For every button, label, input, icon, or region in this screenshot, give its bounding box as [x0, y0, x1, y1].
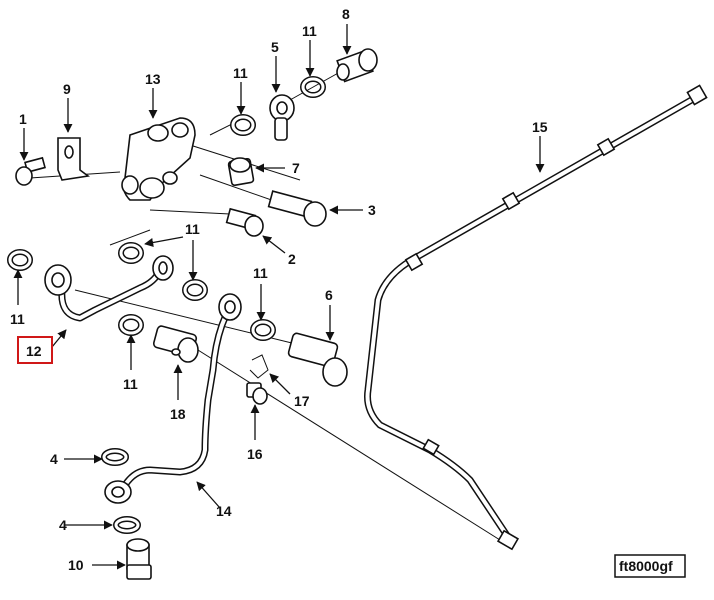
- callout-2[interactable]: 2: [288, 251, 296, 267]
- part-9-bracket[interactable]: [57, 137, 91, 181]
- highlight-box-12: [17, 336, 53, 364]
- part-13-bracket[interactable]: [121, 117, 196, 201]
- part-10-bolt[interactable]: [126, 538, 152, 580]
- callout-14[interactable]: 14: [216, 503, 232, 519]
- callout-10[interactable]: 10: [68, 557, 84, 573]
- callout-16[interactable]: 16: [247, 446, 263, 462]
- part-14-pipe[interactable]: [104, 293, 242, 504]
- washers: [7, 76, 326, 534]
- callout-4[interactable]: 4: [50, 451, 58, 467]
- figure-code-tag: ft8000gf: [614, 554, 686, 578]
- part-2-bolt[interactable]: [225, 207, 264, 237]
- callout-6[interactable]: 6: [325, 287, 333, 303]
- part-18-bolt[interactable]: [152, 325, 199, 363]
- part-3-bolt[interactable]: [267, 190, 327, 227]
- part-5-banjo[interactable]: [269, 94, 295, 141]
- callout-9[interactable]: 9: [63, 81, 71, 97]
- part-15-fuel-line[interactable]: [364, 84, 708, 551]
- callout-7[interactable]: 7: [292, 160, 300, 176]
- callout-5[interactable]: 5: [271, 39, 279, 55]
- callout-11[interactable]: 11: [253, 265, 268, 281]
- callout-11[interactable]: 11: [233, 65, 248, 81]
- part-17-clip[interactable]: [249, 354, 269, 379]
- callout-15[interactable]: 15: [532, 119, 548, 135]
- part-6-bolt[interactable]: [287, 332, 348, 387]
- callout-4[interactable]: 4: [59, 517, 67, 533]
- part-12-pipe[interactable]: [44, 255, 174, 322]
- figure-code: ft8000gf: [619, 558, 673, 574]
- callout-18[interactable]: 18: [170, 406, 186, 422]
- callout-11[interactable]: 11: [123, 376, 138, 392]
- callout-17[interactable]: 17: [294, 393, 310, 409]
- callout-11[interactable]: 11: [10, 311, 25, 327]
- part-1-bolt[interactable]: [15, 156, 46, 186]
- leader-arrows: [13, 24, 545, 570]
- callout-13[interactable]: 13: [145, 71, 161, 87]
- callout-3[interactable]: 3: [368, 202, 376, 218]
- callout-labels: 1 9 13 11 5 11 8 15 7 3 2 11 11 11 18 11…: [10, 6, 548, 573]
- callout-11[interactable]: 11: [302, 23, 317, 39]
- callout-11[interactable]: 11: [185, 221, 200, 237]
- callout-8[interactable]: 8: [342, 6, 350, 22]
- callout-1[interactable]: 1: [19, 111, 27, 127]
- part-16-fitting[interactable]: [246, 382, 268, 405]
- part-7-spacer[interactable]: [227, 157, 255, 187]
- part-8-bolt[interactable]: [336, 48, 378, 83]
- callout-12[interactable]: 12: [26, 343, 42, 359]
